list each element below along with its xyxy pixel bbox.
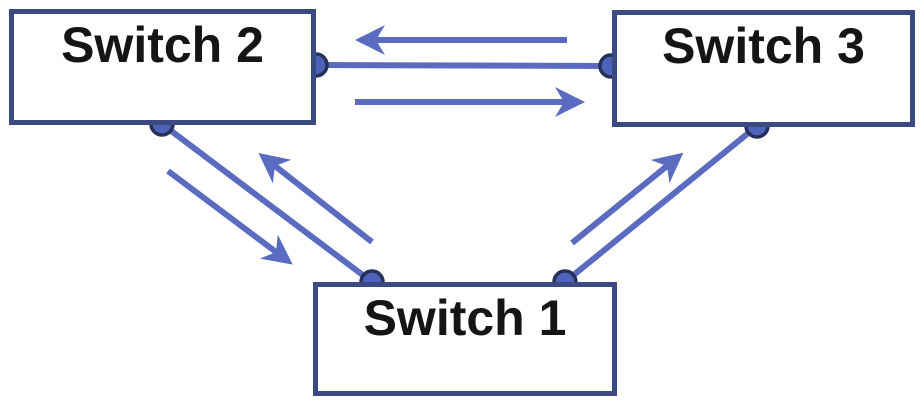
node-switch3: Switch 3 [612, 10, 915, 127]
node-switch2: Switch 2 [9, 9, 316, 125]
node-switch1-label: Switch 1 [363, 290, 567, 346]
node-switch2-label: Switch 2 [61, 17, 264, 73]
link-switch2-switch3 [315, 62, 612, 69]
arrow-switch2-to-switch1-icon [166, 168, 293, 265]
arrow-switch1-to-switch2-icon [258, 153, 374, 245]
node-switch3-label: Switch 3 [662, 18, 865, 74]
arrow-switch1-to-switch3-icon [570, 152, 684, 246]
node-switch1: Switch 1 [313, 282, 617, 396]
link-switch1-switch3 [563, 123, 759, 285]
link-switch2-switch1 [160, 121, 374, 285]
